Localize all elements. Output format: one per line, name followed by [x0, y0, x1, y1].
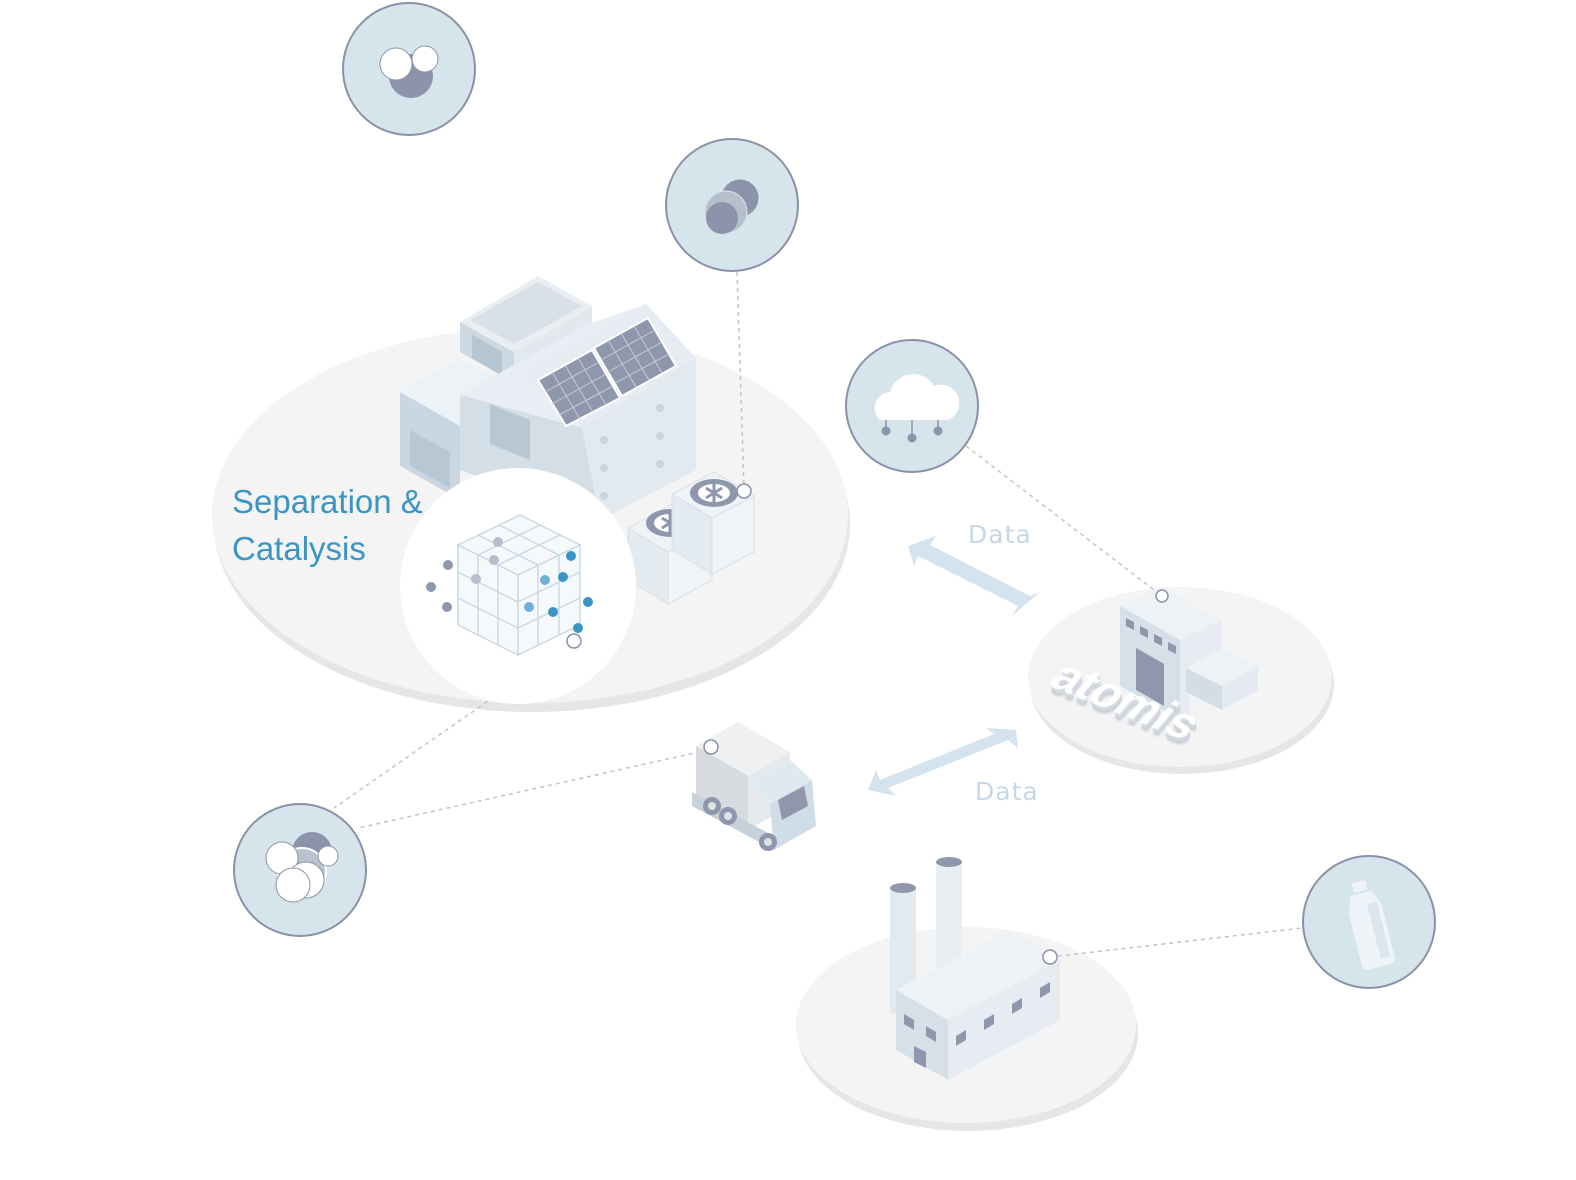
- data-flow-label-top: Data: [968, 520, 1032, 549]
- solar-panel: [592, 316, 678, 398]
- molecule-badge-cooler: [665, 138, 799, 272]
- section-title-line1: Separation &: [232, 483, 423, 520]
- crystal-lattice: [456, 514, 582, 657]
- cooling-unit: [670, 471, 756, 575]
- cloud-network-icon: [874, 374, 960, 443]
- bottle-icon: [1348, 880, 1395, 970]
- particles: [426, 537, 593, 633]
- atomis-building: [1120, 588, 1258, 720]
- cloud-badge: [845, 339, 979, 473]
- data-arrow-bottom: [868, 728, 1018, 796]
- cooling-units: [626, 471, 756, 605]
- bottle-badge: [1302, 855, 1436, 989]
- solar-building: [400, 276, 696, 520]
- solar-panel: [536, 348, 622, 428]
- molecule-icon: [704, 178, 760, 234]
- molecule-badge-left: [233, 803, 367, 937]
- anchor-markers: [566, 483, 1169, 965]
- catalyst-zoom: [400, 468, 636, 704]
- data-flow-label-bottom: Data: [975, 777, 1039, 806]
- molecule-badge-top: [342, 2, 476, 136]
- molecule-icon: [379, 45, 439, 98]
- molecule-cluster-icon: [265, 832, 339, 903]
- factory: [890, 857, 1060, 1080]
- data-arrow-top: [908, 536, 1040, 616]
- section-title: Separation & Catalysis: [232, 478, 423, 572]
- delivery-truck: [692, 722, 816, 851]
- section-title-line2: Catalysis: [232, 530, 366, 567]
